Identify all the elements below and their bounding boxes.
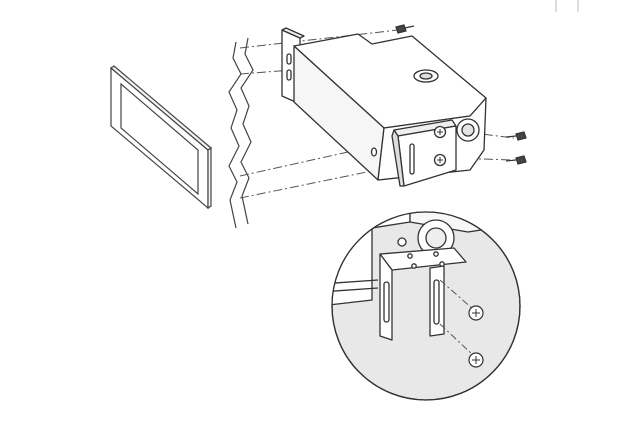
side-connector-icon [456,118,480,142]
detail-screw-icon [468,305,484,321]
detail-screw-icon [468,352,484,368]
screw-icon [505,131,527,141]
mounting-screws [395,24,527,165]
wall-cutout [228,37,254,229]
screw-icon [395,24,415,34]
detail-magnifier [331,211,521,401]
screw-icon [505,155,527,165]
corner-marks [555,0,579,12]
mounting-bracket [391,119,457,187]
trim-frame [110,65,212,210]
device-housing [281,27,487,181]
